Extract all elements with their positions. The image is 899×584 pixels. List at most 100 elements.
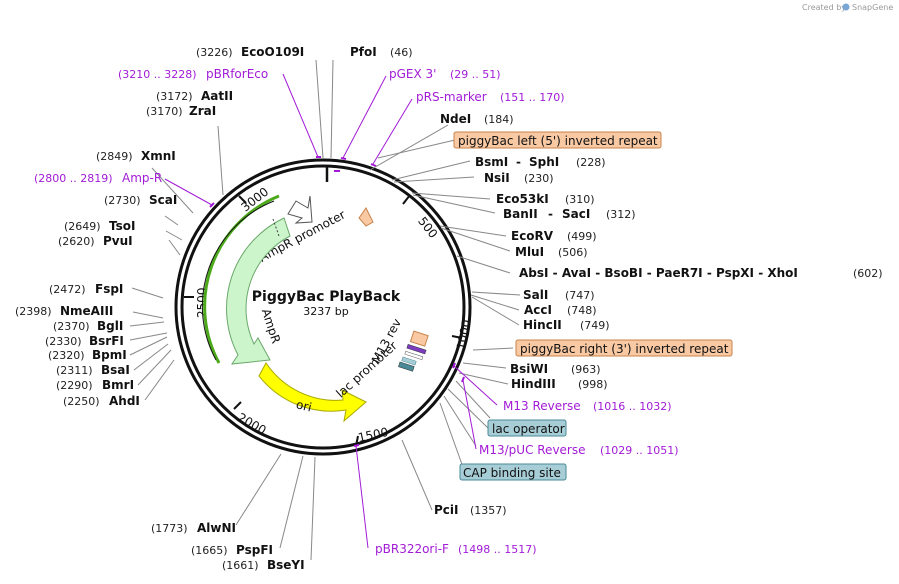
site-separator: - bbox=[516, 155, 521, 169]
right-repeat-mark bbox=[409, 330, 429, 347]
left-repeat-box bbox=[453, 131, 662, 149]
left-repeat-mark bbox=[358, 207, 374, 227]
site-name: FspI bbox=[95, 282, 123, 296]
site-pos: (963) bbox=[571, 363, 601, 376]
site-name: BglI bbox=[97, 319, 123, 333]
selection-arc-edge bbox=[201, 200, 275, 361]
site-name: SacI bbox=[562, 207, 590, 221]
site-name: BanII bbox=[503, 207, 538, 221]
ampr-label: AmpR bbox=[259, 307, 283, 345]
site-name: TsoI bbox=[109, 219, 135, 233]
ampr-arrow bbox=[226, 217, 291, 365]
tick-label-2000: 2000 bbox=[235, 410, 268, 437]
site-pos: (747) bbox=[565, 289, 595, 302]
site-pos: (228) bbox=[576, 156, 606, 169]
site-pos: (749) bbox=[580, 319, 610, 332]
site-name: BsmI bbox=[475, 155, 508, 169]
site-name: AlwNI bbox=[197, 521, 236, 535]
primer-range: (1016 .. 1032) bbox=[593, 400, 672, 413]
site-name: MluI bbox=[515, 245, 544, 259]
primer-name: M13 Reverse bbox=[503, 399, 581, 413]
lac-operator-box bbox=[487, 419, 567, 437]
site-pos: (2398) bbox=[15, 305, 52, 318]
selection-arc bbox=[203, 194, 280, 364]
site-name: SphI bbox=[529, 155, 559, 169]
site-name: PvuI bbox=[103, 234, 133, 248]
site-name: ZraI bbox=[189, 104, 216, 118]
snapgene-logo-icon bbox=[842, 3, 850, 11]
site-pos: (2330) bbox=[45, 335, 82, 348]
right-repeat-box-label: piggyBac right (3') inverted repeat bbox=[520, 342, 729, 356]
primer-name: M13/pUC Reverse bbox=[479, 443, 586, 457]
plasmid-size: 3237 bp bbox=[303, 305, 348, 318]
site-pos: (3226) bbox=[196, 46, 233, 59]
site-pos: (2730) bbox=[104, 194, 141, 207]
site-name: NmeAIII bbox=[60, 304, 113, 318]
site-name: SalI bbox=[523, 288, 548, 302]
site-name: BmrI bbox=[102, 378, 134, 392]
lac-promoter-mark bbox=[404, 350, 424, 360]
lac-promoter-label: lac promoter bbox=[333, 339, 399, 401]
plasmid-name: PiggyBac PlayBack bbox=[252, 289, 401, 305]
tick-marks bbox=[184, 194, 463, 447]
site-name: PfoI bbox=[350, 45, 377, 59]
site-pos: (2849) bbox=[96, 150, 133, 163]
site-pos: (748) bbox=[567, 304, 597, 317]
site-pos: (1661) bbox=[222, 559, 259, 572]
site-pos: (2311) bbox=[56, 364, 93, 377]
site-pos: (1357) bbox=[470, 504, 507, 517]
site-pos: (998) bbox=[578, 378, 608, 391]
left-repeat-box-label: piggyBac left (5') inverted repeat bbox=[458, 134, 658, 148]
primer-range: (2800 .. 2819) bbox=[34, 172, 113, 185]
site-pos: (46) bbox=[390, 46, 413, 59]
ori-label: ori bbox=[295, 397, 314, 414]
leader-lines bbox=[129, 59, 521, 561]
site-name: PspFI bbox=[236, 543, 273, 557]
primer-range: (3210 .. 3228) bbox=[118, 68, 197, 81]
site-name: PciI bbox=[434, 503, 459, 517]
backbone-outer-ring bbox=[174, 158, 472, 456]
credit-text: Created by bbox=[802, 3, 846, 12]
site-pos: (2649) bbox=[64, 220, 101, 233]
site-name: EcoRV bbox=[511, 229, 554, 243]
primer-range: (1029 .. 1051) bbox=[600, 444, 679, 457]
site-name: AbsI - AvaI - BsoBI - PaeR7I - PspXI - X… bbox=[519, 266, 798, 280]
site-pos: (312) bbox=[606, 208, 636, 221]
site-name: EcoO109I bbox=[241, 45, 304, 59]
site-separator: - bbox=[548, 207, 553, 221]
cap-binding-box bbox=[459, 463, 567, 481]
primer-name: pGEX 3' bbox=[389, 67, 436, 81]
site-pos: (2472) bbox=[49, 283, 86, 296]
lac-operator-mark bbox=[401, 356, 417, 366]
tick-label-1000: 1000 bbox=[454, 318, 474, 351]
site-name: BseYI bbox=[267, 558, 305, 572]
site-name: Eco53kI bbox=[496, 192, 549, 206]
primer-marks bbox=[209, 156, 465, 447]
primer-name: pBR322ori-F bbox=[375, 542, 449, 556]
site-pos: (1773) bbox=[151, 522, 188, 535]
site-pos: (310) bbox=[565, 193, 595, 206]
primer-leader-lines bbox=[164, 73, 498, 549]
site-name: AccI bbox=[524, 303, 552, 317]
site-pos: (602) bbox=[853, 267, 883, 280]
backbone-inner-ring bbox=[180, 164, 466, 450]
primer-range: (29 .. 51) bbox=[450, 68, 501, 81]
site-name: BsiWI bbox=[510, 362, 548, 376]
site-pos: (1665) bbox=[191, 544, 228, 557]
ori-arrow bbox=[258, 362, 367, 423]
tick-label-500: 500 bbox=[415, 214, 440, 241]
site-pos: (2620) bbox=[58, 235, 95, 248]
lac-operator-box-label: lac operator bbox=[492, 422, 565, 436]
ampr-boundary bbox=[272, 218, 280, 237]
cap-binding-box-label: CAP binding site bbox=[463, 466, 561, 480]
right-repeat-box bbox=[515, 339, 733, 357]
site-pos: (2290) bbox=[56, 379, 93, 392]
site-name: AhdI bbox=[109, 394, 140, 408]
site-name: HindIII bbox=[511, 377, 556, 391]
site-name: BsaI bbox=[101, 363, 130, 377]
primer-name: pRS-marker bbox=[416, 90, 487, 104]
site-name: ScaI bbox=[149, 193, 177, 207]
primer-name: Amp-R bbox=[122, 171, 162, 185]
site-name: XmnI bbox=[141, 149, 176, 163]
site-name: NsiI bbox=[484, 171, 510, 185]
